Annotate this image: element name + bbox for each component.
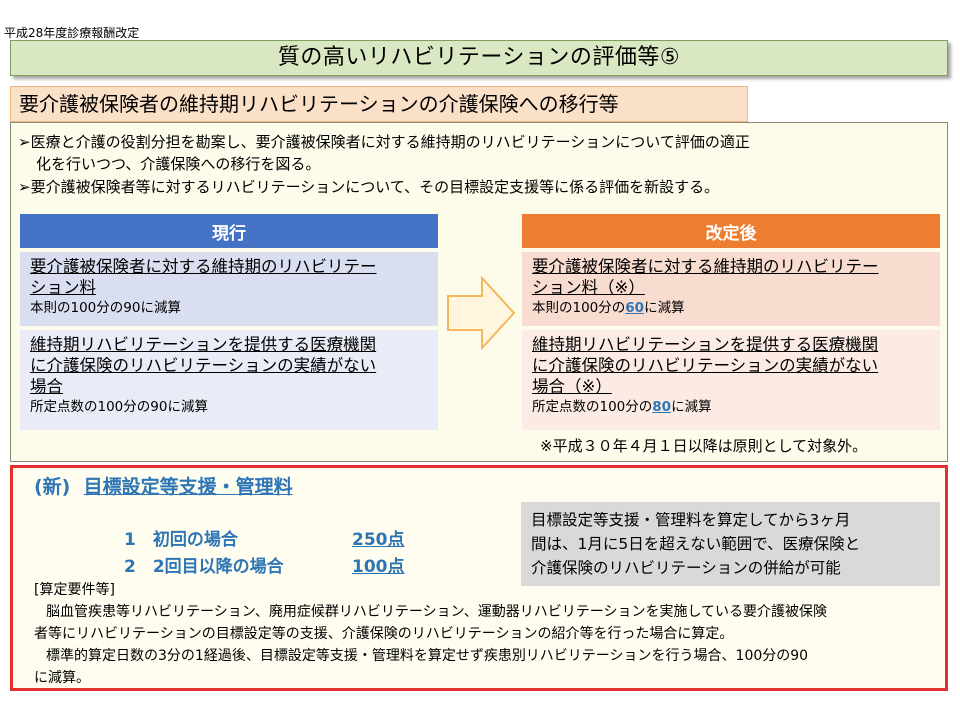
requirement-text: 者等にリハビリテーションの目標設定等の支援、介護保険のリハビリテーションの紹介等… — [34, 626, 734, 642]
current-item-2: 維持期リハビリテーションを提供する医療機関 に介護保険のリハビリテーションの実績… — [20, 330, 438, 430]
title-banner: 質の高いリハビリテーションの評価等⑤ — [10, 40, 948, 76]
revised-rate-value: 60 — [625, 300, 645, 316]
fee-points: 250点 — [352, 530, 405, 550]
item-title: 維持期リハビリテーションを提供する医療機関 に介護保険のリハビリテーションの実績… — [532, 335, 879, 396]
bullet-item: ➢要介護被保険者等に対するリハビリテーションについて、その目標設定支援等に係る評… — [18, 176, 719, 198]
new-fee-name: 目標設定等支援・管理料 — [83, 476, 293, 498]
right-arrow-icon — [447, 276, 516, 350]
current-column-header: 現行 — [20, 214, 438, 248]
new-prefix: (新) — [34, 476, 71, 498]
subtitle-banner: 要介護被保険者の維持期リハビリテーションの介護保険への移行等 — [10, 86, 748, 122]
requirement-text: 脳血管疾患等リハビリテーション、廃用症候群リハビリテーション、運動器リハビリテー… — [46, 604, 828, 620]
fee-row: 2 2回目以降の場合 100点 — [124, 556, 405, 578]
header-note: 平成28年度診療報酬改定 — [4, 26, 140, 40]
requirements-heading: [算定要件等] — [34, 582, 115, 598]
item-detail: 本則の100分の90に減算 — [30, 300, 181, 316]
bullet-marker: ➢ — [18, 133, 31, 151]
bullet-text-continued: 化を行いつつ、介護保険への移行を図る。 — [36, 155, 321, 173]
current-item-1: 要介護被保険者に対する維持期のリハビリテー ション料 本則の100分の90に減算 — [20, 252, 438, 326]
revised-column-header: 改定後 — [522, 214, 940, 248]
revision-note: ※平成３０年４月１日以降は原則として対象外。 — [540, 437, 868, 455]
section-subtitle: 要介護被保険者の維持期リハビリテーションの介護保険への移行等 — [19, 92, 619, 116]
bullet-item: ➢医療と介護の役割分担を勘案し、要介護被保険者に対する維持期のリハビリテーション… — [18, 131, 750, 153]
revised-rate-value: 80 — [652, 399, 672, 415]
fee-label: 1 初回の場合 — [124, 530, 238, 550]
bullet-text: 医療と介護の役割分担を勘案し、要介護被保険者に対する維持期のリハビリテーションに… — [30, 133, 750, 151]
bullet-marker: ➢ — [18, 178, 31, 196]
fee-label: 2 2回目以降の場合 — [124, 557, 284, 577]
revised-item-1: 要介護被保険者に対する維持期のリハビリテー ション料（※） 本則の100分の60… — [522, 252, 940, 326]
combined-billing-info: 目標設定等支援・管理料を算定してから3ヶ月 間は、1月に5日を超えない範囲で、医… — [521, 502, 940, 586]
revised-item-2: 維持期リハビリテーションを提供する医療機関 に介護保険のリハビリテーションの実績… — [522, 330, 940, 430]
bullet-text: 要介護被保険者等に対するリハビリテーションについて、その目標設定支援等に係る評価… — [30, 178, 720, 196]
requirement-text: 標準的算定日数の3分の1経過後、目標設定等支援・管理料を算定せず疾患別リハビリテ… — [46, 648, 809, 664]
item-detail: 所定点数の100分の80に減算 — [532, 399, 712, 415]
page-title: 質の高いリハビリテーションの評価等⑤ — [277, 45, 681, 70]
item-title: 要介護被保険者に対する維持期のリハビリテー ション料（※） — [532, 257, 879, 297]
fee-points: 100点 — [352, 557, 405, 577]
new-fee-title: (新) 目標設定等支援・管理料 — [34, 474, 293, 500]
item-detail: 本則の100分の60に減算 — [532, 300, 685, 316]
requirement-text: に減算。 — [34, 670, 90, 686]
item-title: 要介護被保険者に対する維持期のリハビリテー ション料 — [30, 257, 377, 297]
item-title: 維持期リハビリテーションを提供する医療機関 に介護保険のリハビリテーションの実績… — [30, 335, 377, 396]
fee-row: 1 初回の場合 250点 — [124, 529, 405, 551]
item-detail: 所定点数の100分の90に減算 — [30, 399, 208, 415]
